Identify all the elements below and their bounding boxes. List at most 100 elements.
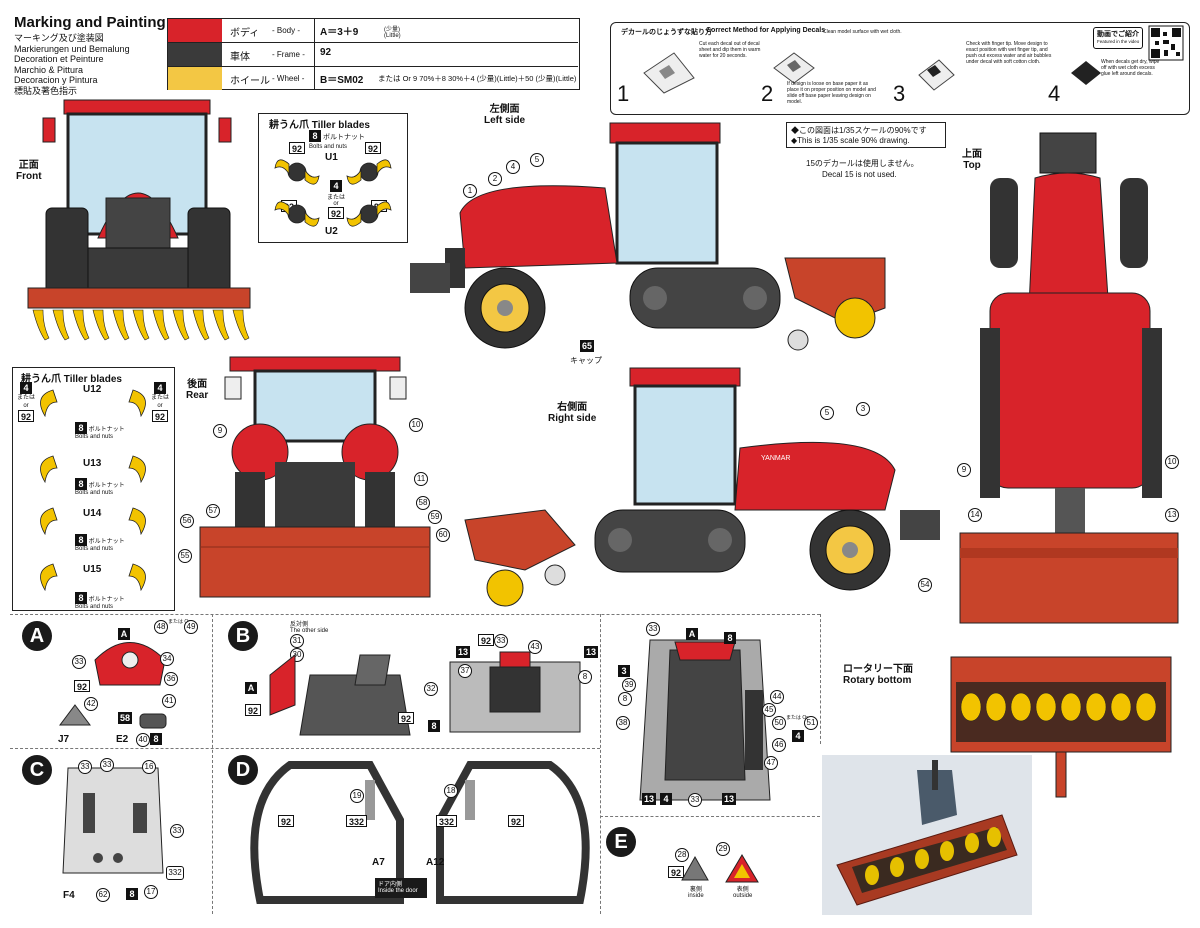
part-13: 13 bbox=[584, 646, 599, 658]
section-b-seat-left bbox=[269, 653, 411, 736]
front-label-jp: 正面 bbox=[18, 160, 39, 171]
right-label-jp: 右側面 bbox=[557, 402, 588, 413]
part-13: 13 bbox=[456, 646, 471, 658]
part-16: 16 bbox=[142, 760, 156, 774]
section-e-triangles bbox=[681, 854, 759, 883]
part-28: 28 bbox=[675, 848, 689, 862]
or-jp: または bbox=[17, 395, 36, 401]
bolt-number: 8 bbox=[75, 534, 87, 546]
bolt-jp: ボルトナット bbox=[322, 134, 365, 141]
part-13: 13 bbox=[642, 793, 657, 805]
tiller-big-or-left: 4 または or 92 bbox=[17, 382, 35, 423]
step-3-text: Check with finger tip. Move design to ex… bbox=[966, 41, 1052, 65]
inside-jp: 裏側 bbox=[689, 887, 702, 893]
video-link[interactable]: 動画でご紹介 Featured in the video bbox=[1093, 27, 1143, 49]
decal-not-used-en: Decal 15 is not used. bbox=[822, 170, 897, 179]
bolt-jp: ボルトナット bbox=[88, 539, 125, 545]
part-a12-label: A12 bbox=[426, 857, 445, 868]
section-d-badge: D bbox=[228, 755, 258, 785]
legend-body-jp: ボディ bbox=[230, 28, 260, 39]
right-label-en: Right side bbox=[548, 413, 597, 424]
outside-jp: 表側 bbox=[736, 887, 749, 893]
paint-92: 92 bbox=[398, 712, 415, 724]
part-19: 19 bbox=[350, 789, 364, 803]
callout-54: 54 bbox=[918, 578, 932, 592]
paint-92: 92 bbox=[278, 815, 295, 827]
subtitle-cn: 標貼及著色指示 bbox=[14, 85, 78, 96]
part-3: 3 bbox=[618, 665, 630, 677]
part-17: 17 bbox=[144, 885, 158, 899]
section-a-headrest bbox=[94, 642, 166, 686]
part-a7-label: A7 bbox=[372, 857, 385, 868]
right-side-drawing: YANMAR bbox=[464, 367, 940, 607]
tiller-small-title: 耕うん爪 Tiller blades bbox=[269, 120, 370, 131]
part-332: 332 bbox=[436, 815, 458, 827]
part-29: 29 bbox=[716, 842, 730, 856]
tiller-small-bolts-en: Bolts and nuts bbox=[309, 144, 348, 150]
section-d-doors bbox=[250, 761, 590, 904]
divider-v-1 bbox=[212, 614, 213, 914]
tiller-big-blades bbox=[40, 389, 146, 592]
rear-label-jp: 後面 bbox=[187, 379, 208, 390]
callout-11: 11 bbox=[414, 472, 428, 486]
left-label-jp: 左側面 bbox=[489, 104, 520, 115]
part-332: 332 bbox=[346, 815, 368, 827]
part-33: 33 bbox=[72, 655, 86, 669]
part-8: 8 bbox=[126, 888, 138, 900]
tiller-big-bolts-3: 8 ボルトナット Bolts and nuts bbox=[75, 534, 125, 552]
tiller-big-bolts-1: 8 ボルトナット Bolts and nuts bbox=[75, 422, 125, 440]
callout-10: 10 bbox=[1165, 455, 1179, 469]
paint-92: 92 bbox=[289, 142, 306, 154]
clean-note: Clean model surface with wet cloth. bbox=[823, 29, 902, 35]
part-8: 8 bbox=[724, 632, 736, 644]
tiller-blades-big: 耕うん爪 Tiller blades U12 U13 U14 U15 8 ボルト… bbox=[12, 367, 175, 611]
tiller-u13-label: U13 bbox=[83, 458, 102, 469]
legend-wheel-mix: B＝SM02 bbox=[320, 75, 364, 86]
part-43: 43 bbox=[528, 640, 542, 654]
rotary-label-jp: ロータリー下面 bbox=[843, 664, 913, 675]
bolt-number: 8 bbox=[75, 592, 87, 604]
paint-92: 92 bbox=[18, 410, 35, 422]
bolt-number: 8 bbox=[309, 130, 321, 142]
paint-92: 92 bbox=[328, 207, 345, 219]
callout-60: 60 bbox=[436, 528, 450, 542]
video-label-en: Featured in the video bbox=[1097, 39, 1140, 44]
alt-paint: 4 bbox=[154, 382, 166, 394]
part-45: 45 bbox=[762, 703, 776, 717]
section-c-roof bbox=[62, 767, 164, 874]
page-title: Marking and Painting bbox=[14, 14, 166, 31]
tiller-u12-label: U12 bbox=[83, 384, 102, 395]
part-38: 38 bbox=[616, 716, 630, 730]
tiller-big-bolts-2: 8 ボルトナット Bolts and nuts bbox=[75, 478, 125, 496]
or-en: or bbox=[23, 403, 29, 409]
qr-code-icon[interactable] bbox=[1148, 25, 1184, 61]
part-44: 44 bbox=[770, 690, 784, 704]
bolt-en: Bolts and nuts bbox=[75, 546, 114, 552]
video-label-jp: 動画でご紹介 bbox=[1097, 31, 1139, 38]
legend-body-note: (少量) (Little) bbox=[384, 27, 401, 39]
part-4: 4 bbox=[792, 730, 804, 742]
title-translations: マーキング及び塗装図 Markierungen und Bemalung Dec… bbox=[14, 33, 130, 96]
step-3-illustration bbox=[918, 59, 955, 91]
left-label-en: Left side bbox=[484, 115, 526, 126]
section-b2-or: または Or bbox=[786, 715, 808, 721]
front-view-label: 正面 Front bbox=[16, 156, 42, 182]
part-f4-label: F4 bbox=[63, 890, 75, 901]
subtitle-jp: マーキング及び塗装図 bbox=[14, 33, 104, 43]
part-31: 31 bbox=[290, 634, 304, 648]
inside-door-tag: ドア内側 Inside the door bbox=[375, 878, 427, 898]
section-b-seat-right bbox=[449, 651, 581, 733]
paint-legend: ボディ - Body - A＝3＋9 (少量) (Little) 車体 - Fr… bbox=[167, 18, 580, 90]
part-A: A bbox=[245, 682, 257, 694]
rear-view-drawing bbox=[199, 356, 431, 598]
callout-55: 55 bbox=[178, 549, 192, 563]
step-4-number: 4 bbox=[1048, 81, 1061, 106]
bolt-en: Bolts and nuts bbox=[75, 604, 114, 610]
part-13: 13 bbox=[722, 793, 737, 805]
step-1-text: Cut each decal out of decal sheet and di… bbox=[699, 41, 761, 59]
paint-92: 92 bbox=[365, 142, 382, 154]
part-33: 33 bbox=[494, 634, 508, 648]
other-side-en: The other side bbox=[290, 628, 329, 634]
bolt-jp: ボルトナット bbox=[88, 597, 125, 603]
or-jp: または bbox=[327, 195, 346, 201]
